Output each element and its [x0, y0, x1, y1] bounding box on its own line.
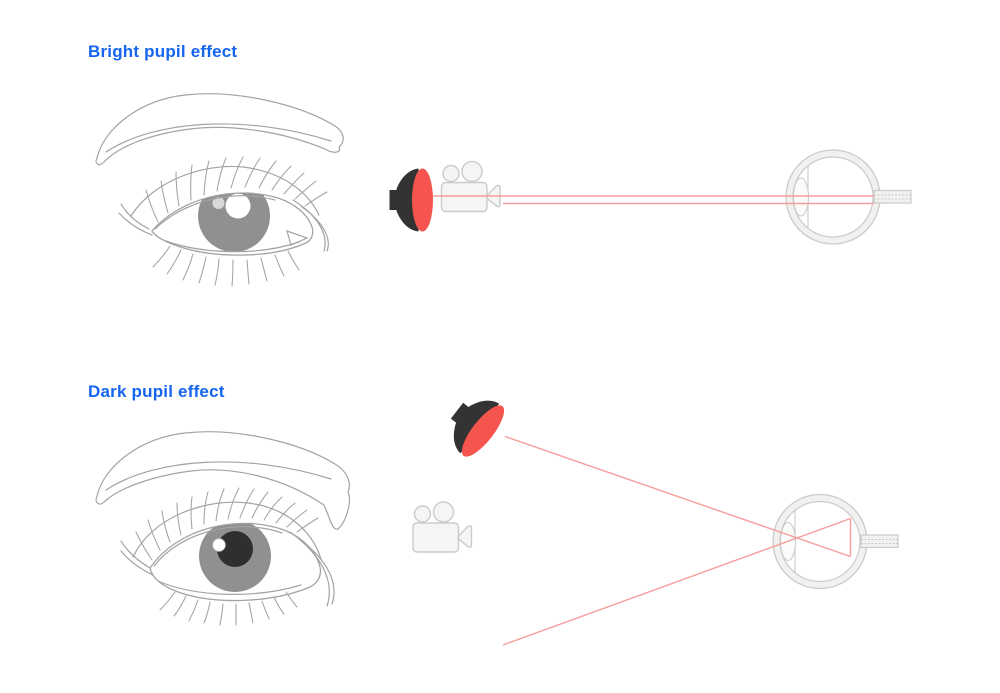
iris-group: [198, 193, 270, 252]
upper-lashes: [145, 156, 328, 223]
upper-lashline-inner: [154, 195, 276, 230]
glint: [212, 197, 225, 209]
outer-lid-folds: [289, 531, 335, 607]
bright-eye-cross-section: [785, 149, 912, 245]
section-title-dark-pupil: Dark pupil effect: [88, 382, 225, 401]
section-title-bright-pupil: Bright pupil effect: [88, 42, 238, 61]
eyebrow: [95, 93, 344, 166]
eye-outline: [151, 192, 314, 256]
upper-lashes: [135, 487, 319, 561]
eye-outline: [149, 522, 322, 602]
waterline: [165, 240, 300, 253]
inner-corner-flick: [118, 203, 153, 236]
bright-eye-illustration: [95, 93, 344, 287]
bright-pupil: [225, 193, 251, 219]
dark-eye-illustration: [95, 431, 350, 626]
dark-light-rays: [502, 435, 852, 646]
upper-lid-crease: [130, 165, 320, 217]
bright-pupil-section: [95, 93, 912, 287]
dark-pupil-section: [95, 385, 899, 646]
bright-video-camera-icon: [440, 160, 501, 213]
outer-lid-folds: [292, 199, 329, 252]
scattered-ray: [502, 517, 851, 646]
dark-eye-cross-section: [772, 493, 899, 590]
dark-video-camera-icon: [412, 501, 473, 553]
inner-corner-flick: [120, 540, 154, 576]
lower-lashes: [159, 591, 298, 626]
lower-lashes: [152, 245, 300, 287]
eyebrow-inner-line: [105, 123, 332, 153]
dark-pupil: [217, 531, 253, 567]
dark-ir-light-icon: [437, 385, 511, 463]
glint: [212, 538, 226, 552]
upper-lid-crease: [132, 501, 322, 560]
iris-group: [199, 523, 271, 592]
illumination-ray: [504, 435, 851, 558]
eyebrow: [95, 431, 350, 530]
bright-light-rays: [433, 195, 874, 205]
upper-lashline-inner: [153, 526, 283, 567]
bright-ir-light-icon: [389, 168, 433, 232]
eyebrow-inner-line: [105, 461, 332, 491]
under-eye-line: [157, 580, 302, 595]
